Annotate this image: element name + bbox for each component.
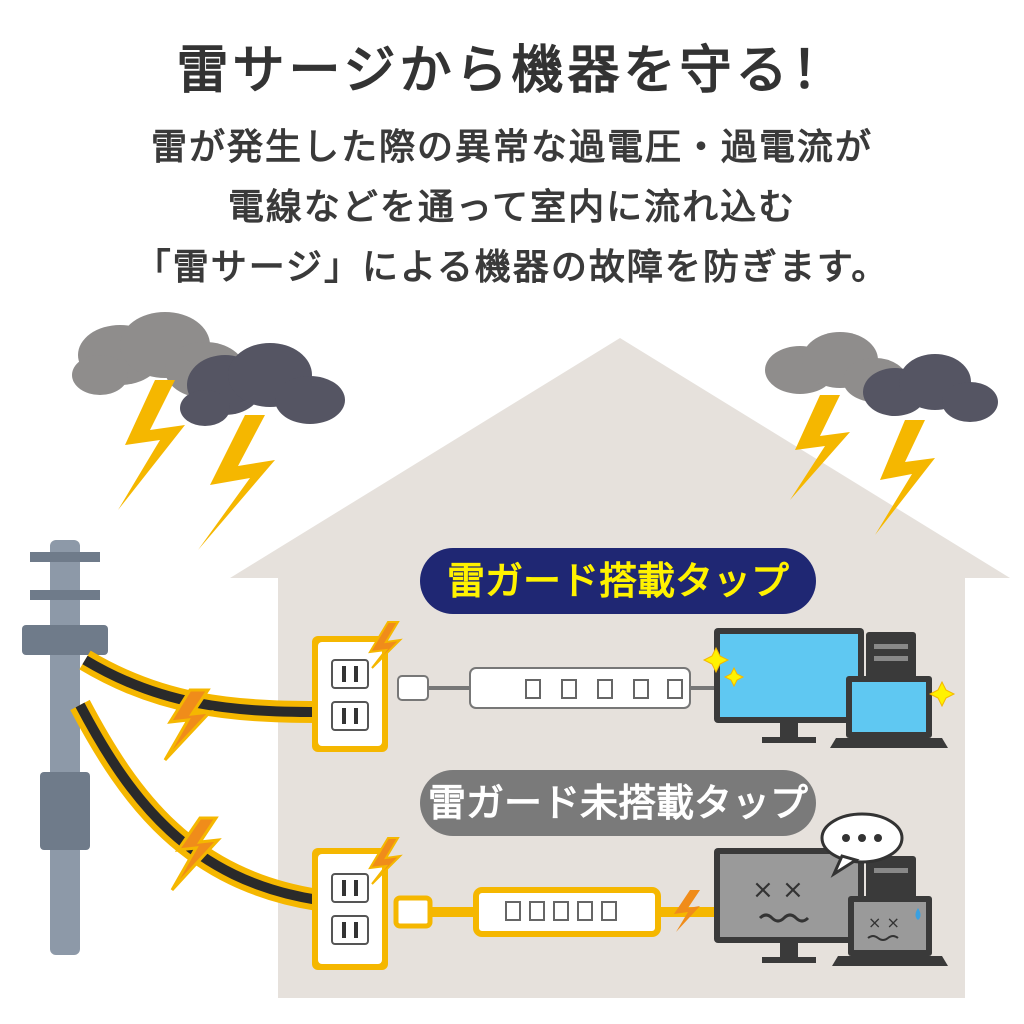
svg-text:× ×: × × <box>868 913 900 932</box>
svg-text:× ×: × × <box>752 875 804 905</box>
speech-bubble-icon <box>820 812 904 878</box>
description-line-3: 「雷サージ」による機器の故障を防ぎます。 <box>134 247 890 288</box>
sparkle-icons <box>702 646 956 708</box>
lightning-bolts-right <box>790 395 935 535</box>
description-line-2: 電線などを通って室内に流れ込む <box>227 187 797 228</box>
wall-outlet-top <box>312 621 403 752</box>
storm-cloud-right-2 <box>863 354 998 422</box>
storm-cloud-left-2 <box>180 343 345 426</box>
utility-pole <box>22 540 108 955</box>
power-strip-with-guard <box>397 667 716 709</box>
sweat-drop-icon <box>915 908 921 920</box>
lightning-bolts-left <box>118 380 275 550</box>
description-line-1: 雷が発生した際の異常な過電圧・過電流が <box>150 127 873 168</box>
storm-cloud-left-1 <box>72 312 245 398</box>
monitor-broken: × × <box>714 848 864 963</box>
surge-bolts-on-line <box>163 688 222 892</box>
power-line-bottom-core <box>75 702 319 905</box>
label-with-guard: 雷ガード搭載タップ <box>420 548 816 614</box>
label-without-guard: 雷ガード未搭載タップ <box>420 770 816 836</box>
monitor-working <box>714 628 864 743</box>
wall-outlet-bottom <box>312 837 403 970</box>
power-strip-without-guard <box>393 887 716 937</box>
laptop-working <box>830 676 948 748</box>
page-title: 雷サージから機器を守る！ <box>176 41 848 101</box>
laptop-broken: × × <box>832 896 948 966</box>
